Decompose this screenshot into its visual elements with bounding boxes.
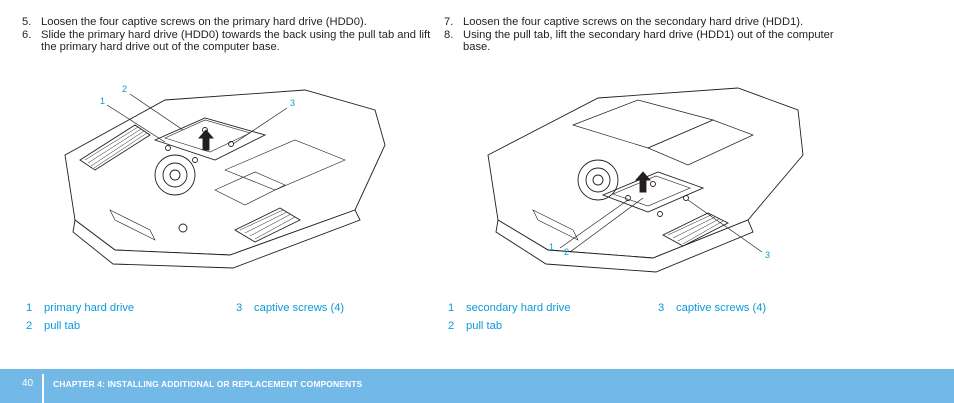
legend-label: primary hard drive [44, 302, 135, 314]
step-text: Loosen the four captive screws on the pr… [41, 16, 367, 28]
page-number: 40 [22, 378, 34, 389]
callout-3: 3 [765, 250, 771, 260]
legend-number: 3 [658, 302, 665, 314]
secondary-hdd-illustration: 1 2 3 [478, 80, 818, 280]
step-text: Loosen the four captive screws on the se… [463, 16, 804, 28]
legend-item: 3 captive screws (4) [236, 302, 344, 314]
step-7: 7. Loosen the four captive screws on the… [444, 16, 864, 29]
step-6: 6. Slide the primary hard drive (HDD0) t… [22, 29, 442, 54]
callout-2: 2 [564, 247, 570, 257]
legend-label: secondary hard drive [466, 302, 571, 314]
page-footer: 40 CHAPTER 4: INSTALLING ADDITIONAL OR R… [0, 369, 954, 403]
legend-number: 2 [26, 320, 33, 332]
legend-left: 1 primary hard drive 2 pull tab 3 captive s… [26, 302, 426, 342]
legend-item: 2 pull tab [448, 320, 502, 332]
computer-base-drawing [64, 89, 386, 269]
step-5: 5. Loosen the four captive screws on the… [22, 16, 442, 29]
legend-number: 1 [26, 302, 33, 314]
step-number: 8. [444, 28, 454, 41]
callout-3: 3 [290, 98, 296, 108]
legend-item: 2 pull tab [26, 320, 80, 332]
legend-number: 3 [236, 302, 243, 314]
callout-1: 1 [100, 96, 106, 106]
step-number: 6. [22, 28, 32, 41]
computer-base-drawing [487, 87, 804, 273]
legend-item: 1 secondary hard drive [448, 302, 570, 314]
step-number: 7. [444, 16, 454, 28]
legend-label: captive screws (4) [254, 302, 345, 314]
chapter-title: CHAPTER 4: INSTALLING ADDITIONAL OR REPL… [53, 379, 363, 389]
callout-1: 1 [549, 242, 555, 252]
callout-2: 2 [122, 84, 128, 94]
step-text: Slide the primary hard drive (HDD0) towa… [41, 28, 431, 54]
instructions-left: 5. Loosen the four captive screws on the… [22, 16, 442, 54]
legend-number: 2 [448, 320, 455, 332]
legend-label: pull tab [44, 320, 81, 332]
legend-item: 3 captive screws (4) [658, 302, 766, 314]
step-8: 8. Using the pull tab, lift the secondar… [444, 29, 864, 54]
legend-label: captive screws (4) [676, 302, 767, 314]
step-number: 5. [22, 16, 32, 28]
primary-hdd-illustration: 1 2 3 [55, 80, 395, 280]
legend-label: pull tab [466, 320, 503, 332]
footer-divider [42, 374, 44, 403]
legend-number: 1 [448, 302, 455, 314]
instructions-right: 7. Loosen the four captive screws on the… [444, 16, 864, 54]
legend-item: 1 primary hard drive [26, 302, 134, 314]
legend-right: 1 secondary hard drive 2 pull tab 3 captive… [448, 302, 848, 342]
step-text: Using the pull tab, lift the secondary h… [463, 28, 834, 54]
